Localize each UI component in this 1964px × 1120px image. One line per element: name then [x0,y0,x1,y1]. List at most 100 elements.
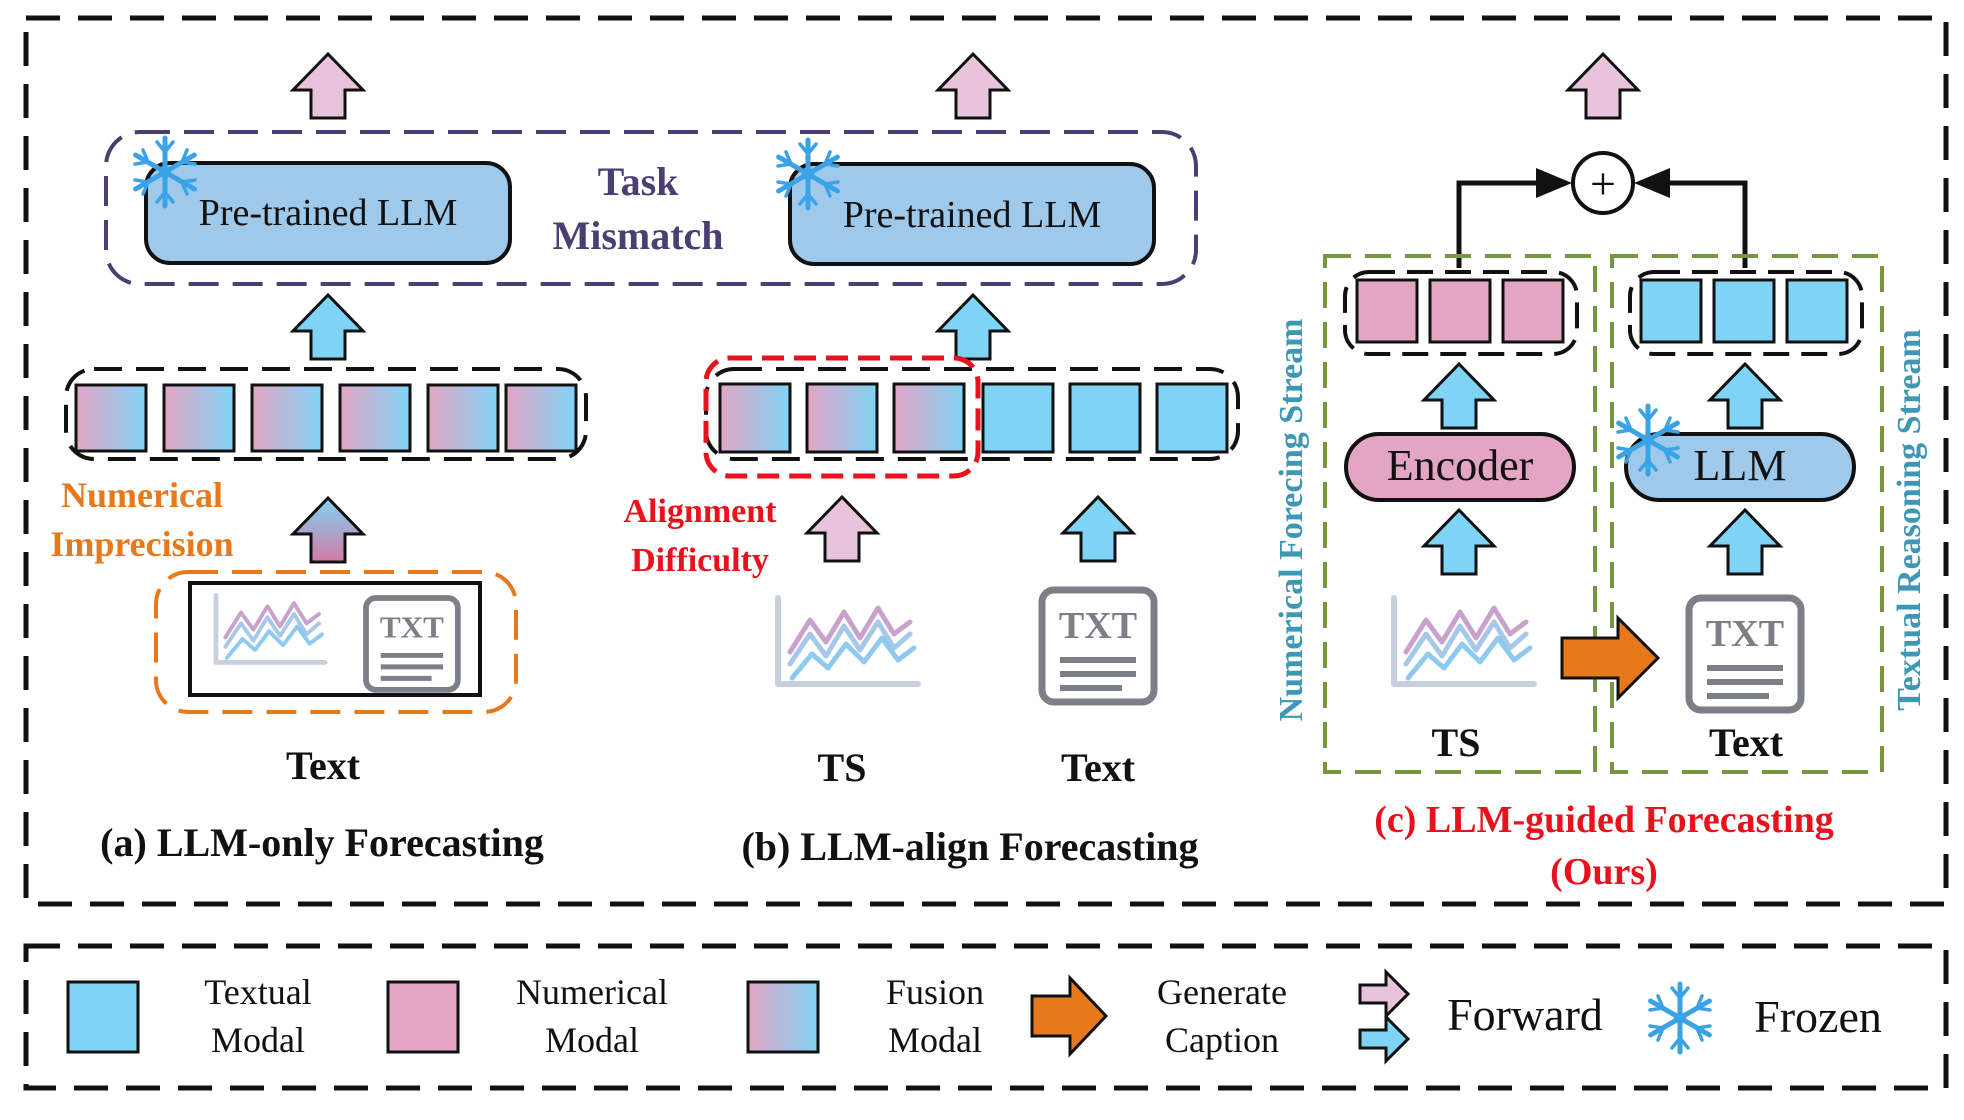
tokens-b [718,382,1229,454]
token-group-b [704,367,1240,461]
legend-numerical-line2: Modal [545,1020,639,1060]
merge-arrows [1456,180,1748,268]
legend-forward-blue-arrow-icon [1358,1013,1411,1065]
merge-arrowhead-left [1536,168,1572,198]
merge-arrowhead-right [1634,168,1670,198]
textual-token-group [1628,270,1864,356]
legend-numerical-line1: Numerical [516,972,668,1012]
legend-fusion-line2: Modal [888,1020,982,1060]
legend-generate-line2: Caption [1165,1020,1279,1060]
task-mismatch-line2: Mismatch [552,213,723,258]
numerical-token [1355,278,1419,344]
text-input-label-a: Text [286,743,361,788]
encoder-box [1344,432,1576,502]
plus-symbol: + [1590,158,1616,209]
txt-document-label: TXT [1059,605,1137,647]
output-arrow-icon [291,52,365,120]
fusion-arrow-icon [291,496,365,564]
fusion-token [74,383,148,453]
numerical-stream-box [1323,254,1597,774]
legend-textual-line1: Textual [204,972,311,1012]
alignment-difficulty-line2: Difficulty [631,542,769,579]
forward-arrow-icon [805,495,879,563]
textual-stream-label: Textual Reasoning Stream [1891,329,1928,711]
forward-arrow-icon [1422,362,1496,430]
main-frame [23,15,1949,907]
llm-label-c: LLM [1694,441,1787,490]
output-arrow-icon [1566,52,1640,120]
pretrained-llm-box-b [788,162,1156,266]
pretrained-llm-box-a [144,161,512,265]
legend-fusion-line1: Fusion [886,972,984,1012]
ts-input-label-b: TS [818,745,867,790]
panel-c-caption-line2: (Ours) [1550,851,1658,893]
legend-numerical-swatch [386,980,460,1054]
forward-arrow-icon [1422,508,1496,576]
legend-fusion-swatch [746,980,820,1054]
textual-stream-box [1610,254,1884,774]
plus-circle [1571,151,1635,215]
numerical-imprecision-line2: Imprecision [50,524,233,564]
fusion-token [426,383,500,453]
generate-caption-arrow-icon [1560,614,1661,702]
panel-a-caption: (a) LLM-only Forecasting [100,820,544,865]
legend-generate-caption-arrow-icon [1030,974,1109,1058]
panel-c-caption-line1: (c) LLM-guided Forecasting [1374,799,1833,841]
llm-box-c [1624,432,1856,502]
txt-document-icon: TXT [1042,590,1154,702]
numerical-token-group [1343,270,1579,356]
fusion-token [162,383,236,453]
pretrained-llm-label-a: Pre-trained LLM [199,192,458,234]
panel-b-caption: (b) LLM-align Forecasting [741,824,1198,869]
textual-token [1712,278,1776,344]
fusion-token [805,382,879,454]
task-mismatch-box [104,130,1198,286]
textual-token [1639,278,1703,344]
fusion-token [504,383,578,453]
fusion-token [892,382,966,454]
forward-arrow-icon [936,293,1010,361]
imprecision-box [154,570,518,714]
fusion-tokens-a [74,383,578,453]
time-series-chart-icon [778,598,918,684]
numerical-imprecision-line1: Numerical [61,475,223,515]
output-arrow-icon [936,52,1010,120]
legend-forward-label: Forward [1447,989,1603,1040]
alignment-difficulty-line1: Alignment [624,493,778,530]
txt-document-icon: TXT [366,598,458,690]
fusion-token [250,383,324,453]
txt-document-label: TXT [380,609,444,644]
forward-arrow-icon [1708,508,1782,576]
legend-textual-swatch [66,980,140,1054]
text-input-label-b: Text [1061,745,1136,790]
numerical-token [1501,278,1565,344]
panel-a: Pre-trained LLM Task Mismatch Numerical … [50,52,1198,865]
legend-forward-pink-arrow-icon [1358,968,1411,1020]
numerical-stream-label: Numerical Forecing Stream [1273,319,1310,722]
legend: Textual Modal Numerical Modal Fusion Mod… [66,968,1882,1065]
legend-generate-line1: Generate [1157,972,1287,1012]
encoder-label: Encoder [1387,441,1534,490]
numerical-token [1428,278,1492,344]
panel-c: + Encoder LLM TXT TS [1273,52,1928,893]
panel-b: Pre-trained LLM Alignment Difficulty TXT… [624,52,1240,869]
legend-frame [23,943,1949,1091]
textual-token [1155,382,1229,454]
fusion-token [718,382,792,454]
fusion-token [338,383,412,453]
alignment-difficulty-box [703,355,981,479]
forward-arrow-icon [291,293,365,361]
forward-arrow-icon [1061,495,1135,563]
pretrained-llm-label-b: Pre-trained LLM [843,194,1102,236]
token-group-a [64,367,588,461]
legend-textual-line2: Modal [211,1020,305,1060]
legend-snowflake-icon [1650,984,1710,1052]
forward-arrow-icon [1708,362,1782,430]
textual-token [1068,382,1142,454]
txt-document-icon: TXT [1689,598,1801,710]
textual-token [1785,278,1849,344]
task-mismatch-line1: Task [598,159,680,204]
textual-token [981,382,1055,454]
text-input-label-c: Text [1709,720,1784,765]
